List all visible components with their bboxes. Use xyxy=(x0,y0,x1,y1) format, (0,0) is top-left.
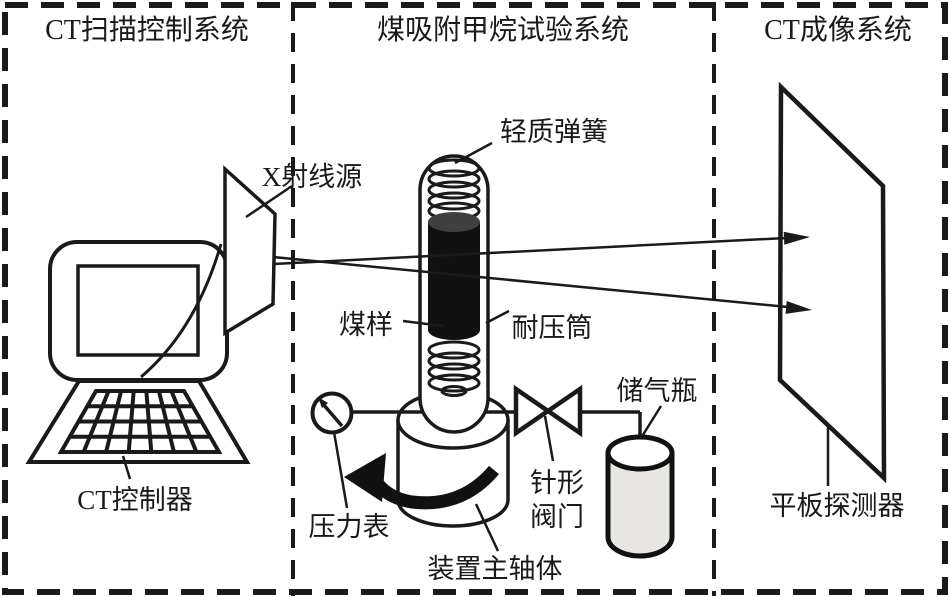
light-spring-label: 轻质弹簧 xyxy=(500,117,608,147)
computer-monitor xyxy=(48,240,229,382)
beam-arrowhead-upper xyxy=(783,231,810,245)
keyboard xyxy=(25,379,251,464)
xray-source-label: X射线源 xyxy=(261,162,363,192)
keyboard-grid xyxy=(57,389,223,454)
leader-ct-controller xyxy=(121,455,132,480)
leader-main-body xyxy=(474,503,500,552)
leader-xray-source xyxy=(245,184,293,219)
monitor-crt-curve xyxy=(140,243,223,379)
coal-sample-label: 煤样 xyxy=(339,310,393,340)
section-title-ct-scan-control: CT扫描控制系统 xyxy=(45,15,249,46)
xray-source-shape xyxy=(223,165,277,337)
needle-valve-shape xyxy=(513,384,583,438)
flat-panel-detector-label: 平板探测器 xyxy=(769,491,905,521)
section-title-coal-methane-test: 煤吸附甲烷试验系统 xyxy=(376,15,630,46)
monitor-screen xyxy=(76,264,200,357)
ct-controller-label: CT控制器 xyxy=(77,485,193,515)
xray-beams xyxy=(272,231,812,314)
top-spring-shape xyxy=(427,158,481,221)
pressure-gauge-shape xyxy=(310,391,354,435)
leader-pressure-tube xyxy=(485,309,510,325)
beam-arrowhead-lower xyxy=(785,301,812,314)
needle-valve-label: 针形 阀门 xyxy=(530,468,584,532)
gas-bottle-shape xyxy=(605,434,675,559)
pressure-tube-label: 耐压筒 xyxy=(511,313,593,343)
leader-coal-sample xyxy=(402,319,444,328)
rotation-arrow-icon xyxy=(344,453,499,510)
leader-light-spring xyxy=(454,141,493,165)
pressure-gauge-label: 压力表 xyxy=(308,512,390,542)
leader-needle-valve xyxy=(543,415,555,462)
leader-pressure-gauge xyxy=(332,431,349,509)
gas-bottle-label: 储气瓶 xyxy=(616,376,698,406)
leader-lines xyxy=(121,141,830,552)
bottom-spring-shape xyxy=(427,340,481,397)
leader-gas-bottle xyxy=(639,405,663,439)
flat-panel-detector-shape xyxy=(777,81,887,484)
section-title-ct-imaging: CT成像系统 xyxy=(764,15,912,46)
main-body-label: 装置主轴体 xyxy=(427,554,563,584)
